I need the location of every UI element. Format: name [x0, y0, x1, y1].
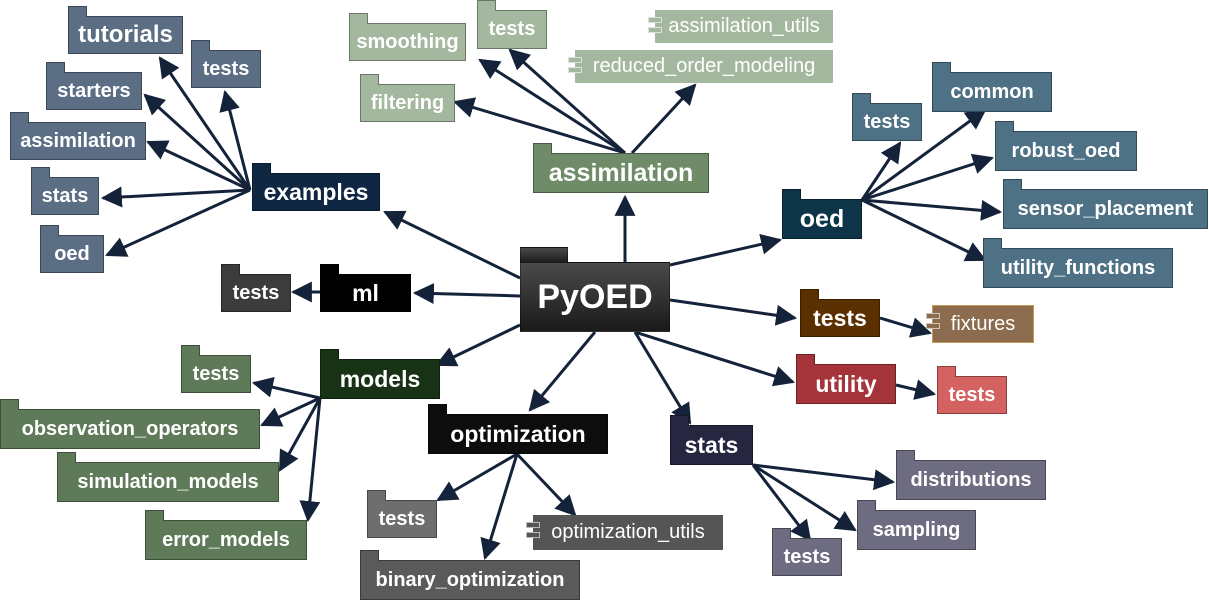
dependency-arrow — [251, 376, 321, 400]
assimilation-package[interactable]: assimilation — [533, 143, 709, 193]
root-tests-package[interactable]: tests — [800, 289, 880, 337]
dependency-arrow — [143, 93, 252, 192]
ml-package[interactable]: ml — [320, 264, 411, 312]
optimization-package[interactable]: optimization — [428, 404, 608, 454]
utility-functions-package[interactable]: utility_functions — [983, 238, 1173, 288]
stats-tests-package[interactable]: tests — [772, 528, 842, 576]
dependency-arrow — [278, 397, 322, 472]
observation-operators-package[interactable]: observation_operators — [0, 399, 260, 449]
dependency-arrow — [158, 56, 252, 191]
oed-tests-package[interactable]: tests — [852, 93, 922, 141]
dependency-arrow — [105, 188, 251, 257]
optimization-tests-package[interactable]: tests — [367, 490, 437, 538]
fixtures-component[interactable]: fixtures — [926, 305, 1034, 343]
distributions-package[interactable]: distributions — [896, 450, 1046, 500]
component-tab-icon — [526, 522, 540, 528]
dependency-arrow — [515, 452, 577, 517]
dependency-arrow — [861, 198, 1003, 221]
pyoed-root-package[interactable]: PyOED — [520, 247, 670, 332]
filtering-package[interactable]: filtering — [360, 74, 455, 122]
utility-tests-package[interactable]: tests — [937, 366, 1007, 414]
dependency-arrow — [480, 453, 519, 561]
dependency-arrow — [861, 153, 994, 202]
component-tab-icon — [648, 17, 662, 23]
dependency-arrow — [528, 331, 597, 412]
oed-package[interactable]: oed — [782, 189, 862, 239]
starters-package[interactable]: starters — [46, 62, 142, 110]
reduced-order-modeling-component[interactable]: reduced_order_modeling — [568, 50, 833, 83]
dependency-arrow — [633, 331, 692, 425]
dependency-arrow — [478, 58, 626, 155]
dependency-arrow — [752, 463, 857, 532]
dependency-arrow — [452, 97, 626, 155]
optimization-utils-component[interactable]: optimization_utils — [526, 515, 723, 550]
ml-tests-package[interactable]: tests — [221, 264, 291, 312]
robust-oed-package[interactable]: robust_oed — [995, 121, 1137, 171]
smoothing-package[interactable]: smoothing — [349, 13, 466, 61]
common-package[interactable]: common — [932, 62, 1052, 112]
dependency-arrow — [751, 464, 812, 542]
binary-optimization-package[interactable]: binary_optimization — [360, 550, 580, 600]
dependency-arrow — [412, 283, 521, 305]
stats-package[interactable]: stats — [670, 415, 753, 465]
utility-package[interactable]: utility — [796, 354, 896, 404]
component-tab-icon — [526, 532, 540, 538]
dependency-arrow — [146, 140, 251, 192]
error-models-package[interactable]: error_models — [145, 510, 307, 560]
dependency-arrow — [634, 330, 796, 387]
dependency-arrow — [895, 379, 937, 400]
component-tab-icon — [926, 323, 940, 329]
dependency-arrow — [861, 108, 987, 202]
assimilation-utils-component[interactable]: assimilation_utils — [648, 10, 833, 43]
dependency-arrow — [669, 233, 783, 267]
component-tab-icon — [568, 67, 582, 73]
dependency-arrow — [260, 396, 321, 427]
models-package[interactable]: models — [320, 349, 440, 399]
component-tab-icon — [568, 57, 582, 63]
examples-oed-package[interactable]: oed — [40, 225, 104, 273]
assimilation-tests-package[interactable]: tests — [477, 0, 547, 49]
pyoed-root-label: PyOED — [537, 277, 653, 316]
dependency-arrow — [879, 316, 933, 338]
sampling-package[interactable]: sampling — [857, 500, 976, 550]
tutorials-package[interactable]: tutorials — [68, 6, 183, 54]
dependency-arrow — [861, 198, 987, 262]
dependency-arrow — [669, 298, 798, 326]
sensor-placement-package[interactable]: sensor_placement — [1003, 179, 1208, 229]
examples-tests-package[interactable]: tests — [191, 40, 261, 88]
dependency-arrow — [630, 83, 697, 155]
dependency-arrow — [383, 210, 521, 280]
component-tab-icon — [926, 313, 940, 319]
dependency-arrow — [752, 463, 896, 491]
examples-stats-package[interactable]: stats — [31, 167, 99, 215]
component-tab-icon — [648, 27, 662, 33]
simulation-models-package[interactable]: simulation_models — [57, 452, 279, 502]
dependency-arrow — [100, 186, 251, 208]
dependency-arrow — [219, 89, 252, 191]
dependency-arrow — [435, 323, 521, 367]
dependency-arrow — [508, 48, 627, 155]
models-tests-package[interactable]: tests — [181, 345, 251, 393]
dependency-arrow — [860, 141, 902, 201]
examples-package[interactable]: examples — [252, 163, 380, 211]
dependency-arrow — [299, 397, 322, 523]
examples-assimilation-package[interactable]: assimilation — [10, 112, 146, 160]
dependency-arrow — [436, 452, 518, 502]
